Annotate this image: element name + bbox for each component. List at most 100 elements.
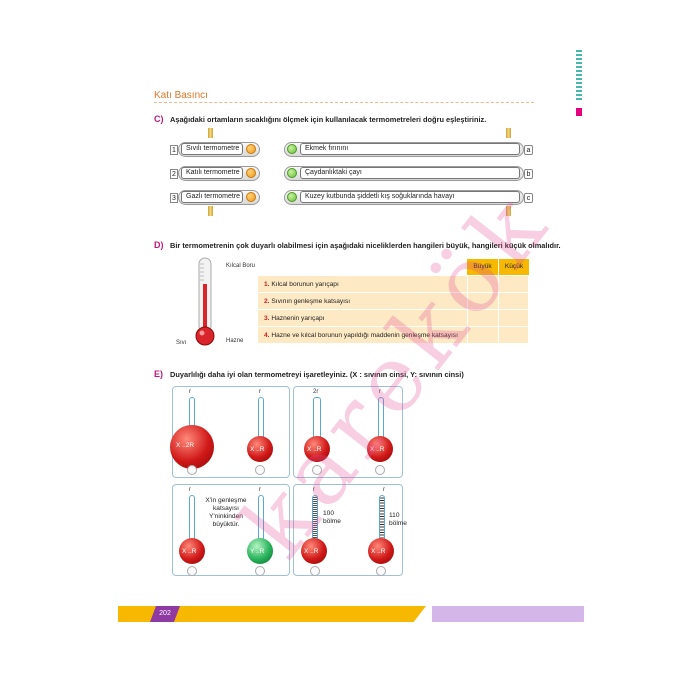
bulb-label: X ..2R xyxy=(176,442,195,449)
bulb-label: X ..R xyxy=(307,446,322,453)
capillary-tube xyxy=(313,397,321,438)
column-header-small: Küçük xyxy=(498,259,529,275)
item-number: 3 xyxy=(170,193,178,203)
row-text: Kılcal borunun yarıçapı xyxy=(271,281,339,288)
column-header-big: Büyük xyxy=(467,259,498,275)
capillary-tube xyxy=(189,397,195,429)
table-row: 2. Sıvının genleşme katsayısı xyxy=(258,293,528,310)
tube-radius-label: r xyxy=(189,389,191,395)
item-letter: b xyxy=(524,169,533,179)
capillary-tube xyxy=(258,397,264,438)
bulb-label: X ..R xyxy=(371,548,386,555)
section-c-question: Aşağıdaki ortamların sıcaklığını ölçmek … xyxy=(170,115,487,124)
rail-post xyxy=(208,128,213,138)
match-left-dot[interactable] xyxy=(246,192,256,202)
bulb-label: X ..R xyxy=(370,446,385,453)
table-row: 3. Haznenin yarıçapı xyxy=(258,310,528,327)
row-number: 1. xyxy=(264,281,270,288)
match-right-dot[interactable] xyxy=(287,144,297,154)
section-d-letter: D) xyxy=(154,240,164,250)
thermometer-bulb xyxy=(247,436,273,462)
item-letter: a xyxy=(524,145,533,155)
item-number: 1 xyxy=(170,145,178,155)
answer-cell-small[interactable] xyxy=(498,293,529,309)
answer-cell-small[interactable] xyxy=(498,310,529,326)
match-right-item: Ekmek fırınını xyxy=(300,143,520,155)
decorative-tab xyxy=(576,108,582,116)
select-radio[interactable] xyxy=(310,566,320,576)
match-right-dot[interactable] xyxy=(287,192,297,202)
tube-radius-label: 2r xyxy=(313,389,319,395)
thermometer-bulb xyxy=(301,538,327,564)
scale-divisions-label: 110 bölme xyxy=(389,512,407,527)
select-radio[interactable] xyxy=(376,566,386,576)
row-text: Hazne ve kılcal borunun yapıldığı madden… xyxy=(271,332,458,339)
match-right-item: Çaydanlıktaki çayı xyxy=(300,167,520,179)
match-left-dot[interactable] xyxy=(246,144,256,154)
answer-cell-big[interactable] xyxy=(467,310,499,326)
row-number: 3. xyxy=(264,315,270,322)
tube-radius-label: r xyxy=(383,487,385,493)
capillary-tube xyxy=(378,397,384,438)
select-radio[interactable] xyxy=(187,566,197,576)
section-e-question: Duyarlılığı daha iyi olan termometreyi i… xyxy=(170,370,464,379)
bulb-label: Y ..R xyxy=(250,548,265,555)
footer-bar xyxy=(118,606,426,622)
answer-cell-small[interactable] xyxy=(498,327,529,343)
footer-bar-secondary xyxy=(432,606,584,622)
answer-cell-big[interactable] xyxy=(467,293,499,309)
section-e-letter: E) xyxy=(154,369,163,379)
tube-radius-label: r xyxy=(189,487,191,493)
header-divider xyxy=(154,102,534,103)
select-radio[interactable] xyxy=(312,465,322,475)
bulb-label: X ..R xyxy=(182,548,197,555)
thermometer-bulb xyxy=(170,425,214,469)
label-liquid: Sıvı xyxy=(176,340,187,346)
page-number: 202 xyxy=(150,606,180,622)
page-title: Katı Basıncı xyxy=(154,90,208,101)
thermometer-bulb xyxy=(368,538,394,564)
select-radio[interactable] xyxy=(187,465,197,475)
rail-post xyxy=(208,206,213,216)
thermometer-bulb xyxy=(304,436,330,462)
table-row: 4. Hazne ve kılcal borunun yapıldığı mad… xyxy=(258,327,528,344)
label-capillary: Kılcal Boru xyxy=(226,263,256,269)
rail-post xyxy=(506,128,511,138)
row-number: 4. xyxy=(264,332,270,339)
answer-cell-small[interactable] xyxy=(498,276,529,292)
graduated-tube xyxy=(379,495,385,539)
scale-divisions-label: 100 bölme xyxy=(323,510,341,525)
thermometer-panel-2 xyxy=(293,386,403,478)
match-right-item: Kuzey kutbunda şiddetli kış soğuklarında… xyxy=(300,191,520,203)
tube-radius-label: r xyxy=(313,487,315,493)
item-number: 2 xyxy=(170,169,178,179)
match-right-dot[interactable] xyxy=(287,168,297,178)
match-left-item: Katılı termometre xyxy=(181,167,243,179)
tube-radius-label: r xyxy=(379,389,381,395)
select-radio[interactable] xyxy=(255,566,265,576)
capillary-tube xyxy=(189,495,195,539)
select-radio[interactable] xyxy=(255,465,265,475)
tube-radius-label: r xyxy=(259,487,261,493)
row-text: Haznenin yarıçapı xyxy=(271,315,325,322)
bulb-label: X ..R xyxy=(250,446,265,453)
match-left-item: Gazlı termometre xyxy=(181,191,243,203)
section-d-question: Bir termometrenin çok duyarlı olabilmesi… xyxy=(170,241,561,250)
thermometer-illustration xyxy=(195,257,215,346)
thermometer-bulb xyxy=(367,436,393,462)
thermometer-bulb xyxy=(247,538,273,564)
answer-cell-big[interactable] xyxy=(467,276,499,292)
match-left-dot[interactable] xyxy=(246,168,256,178)
match-left-item: Sıvılı termometre xyxy=(181,143,243,155)
capillary-tube xyxy=(258,495,264,539)
rail-post xyxy=(506,206,511,216)
row-number: 2. xyxy=(264,298,270,305)
decorative-stripe xyxy=(576,50,582,102)
tube-radius-label: r xyxy=(259,389,261,395)
bulb-label: X ..R xyxy=(304,548,319,555)
answer-cell-big[interactable] xyxy=(467,327,499,343)
table-row: 1. Kılcal borunun yarıçapı xyxy=(258,276,528,293)
select-radio[interactable] xyxy=(375,465,385,475)
section-c-letter: C) xyxy=(154,114,164,124)
item-letter: c xyxy=(524,193,533,203)
